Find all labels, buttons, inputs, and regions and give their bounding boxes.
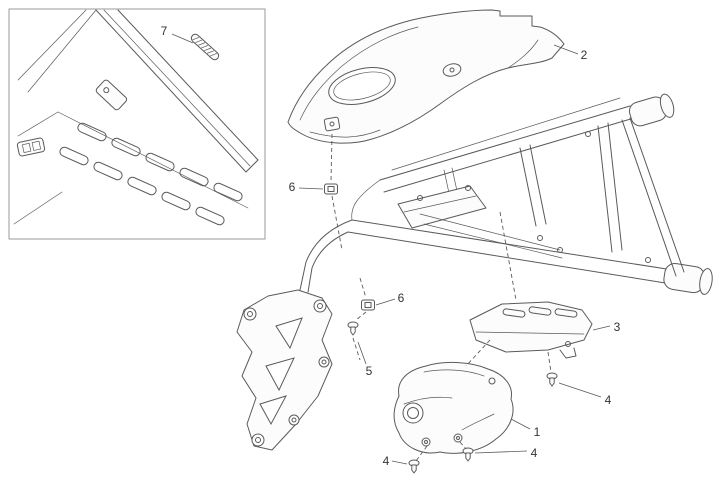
inset-bracket-upper — [95, 79, 128, 111]
inset-detail-box — [8, 8, 266, 240]
subframe-cross-tube — [519, 144, 547, 227]
bracket-slot — [502, 308, 526, 318]
bracket-slot — [554, 308, 578, 318]
subframe-cross-tube — [597, 122, 623, 253]
frame-slot — [77, 122, 107, 142]
bracket-cutout — [265, 357, 295, 392]
part-3-bracket — [469, 301, 593, 359]
bolt-hole — [537, 235, 543, 241]
bracket-cutout — [259, 395, 288, 426]
leader-1 — [510, 418, 531, 430]
frame-slot — [127, 176, 157, 196]
frame-slot — [179, 167, 209, 187]
inset-frame-tube — [13, 9, 259, 225]
callout-1: 1 — [534, 425, 541, 439]
leader-2 — [553, 44, 579, 55]
inset-border — [8, 8, 266, 240]
leader-4c — [391, 460, 408, 465]
bracket-cutout — [275, 317, 303, 350]
leader-4b — [474, 450, 528, 454]
callout-2: 2 — [581, 48, 588, 62]
part-6-clip — [324, 183, 338, 195]
leader-6b — [375, 298, 396, 306]
bolt-hole — [565, 341, 571, 347]
subframe-right-brace — [621, 117, 685, 277]
callout-4b: 4 — [531, 446, 538, 460]
tray-small-recess — [442, 63, 462, 77]
tray-oval-hole — [328, 67, 396, 105]
callout-6a: 6 — [289, 180, 296, 194]
leader-7 — [171, 33, 194, 44]
assembly-dashed-lines — [330, 133, 552, 462]
bolt-hole — [417, 195, 423, 201]
part-1-guard — [393, 361, 514, 454]
frame-slot — [145, 152, 175, 172]
bolt-hole — [585, 131, 591, 137]
leader-lines — [298, 44, 611, 465]
bolt-hole — [465, 185, 471, 191]
part-4-screw — [462, 447, 474, 462]
part-4-screw — [546, 372, 558, 387]
callout-3: 3 — [614, 320, 621, 334]
bolt-hole — [421, 437, 431, 447]
frame-slot — [93, 161, 123, 181]
callout-6b: 6 — [398, 291, 405, 305]
callout-7: 7 — [161, 24, 168, 38]
subframe-bushing-lower — [663, 263, 713, 295]
callout-5: 5 — [366, 364, 373, 378]
callout-labels: 7 2 6 6 5 3 4 1 4 4 — [161, 24, 621, 468]
bolt-hole — [557, 247, 563, 253]
fasteners — [324, 183, 558, 474]
subframe-bushing-upper — [628, 93, 675, 127]
bolt-hole — [645, 257, 651, 263]
leader-4a — [558, 382, 602, 398]
frame-slot — [59, 146, 89, 166]
frame-slot — [195, 206, 225, 226]
rear-subframe — [299, 93, 713, 295]
subframe-centre-bracket — [397, 185, 487, 229]
guard-grommet — [402, 402, 424, 424]
frame-slot — [213, 182, 243, 202]
frame-slot — [111, 137, 141, 157]
part-6-clip — [361, 299, 375, 311]
callout-4a: 4 — [605, 393, 612, 407]
plate-bracket — [236, 289, 333, 451]
frame-slot — [161, 191, 191, 211]
part-5-screw — [347, 321, 359, 336]
leader-3 — [592, 325, 611, 331]
tray-mount-tab — [323, 116, 341, 132]
inset-content — [13, 9, 259, 226]
part-2-undertray — [287, 9, 565, 144]
bolt-hole — [453, 433, 463, 443]
inset-bracket-left — [16, 137, 46, 157]
callout-4c: 4 — [383, 454, 390, 468]
part-7-pin — [190, 33, 220, 61]
part-4-screw — [408, 459, 420, 474]
leader-5 — [357, 341, 367, 365]
bracket-slot — [528, 306, 552, 316]
bolt-hole — [488, 377, 496, 385]
inset-slotted-panel — [17, 111, 249, 226]
leader-6a — [298, 187, 324, 190]
